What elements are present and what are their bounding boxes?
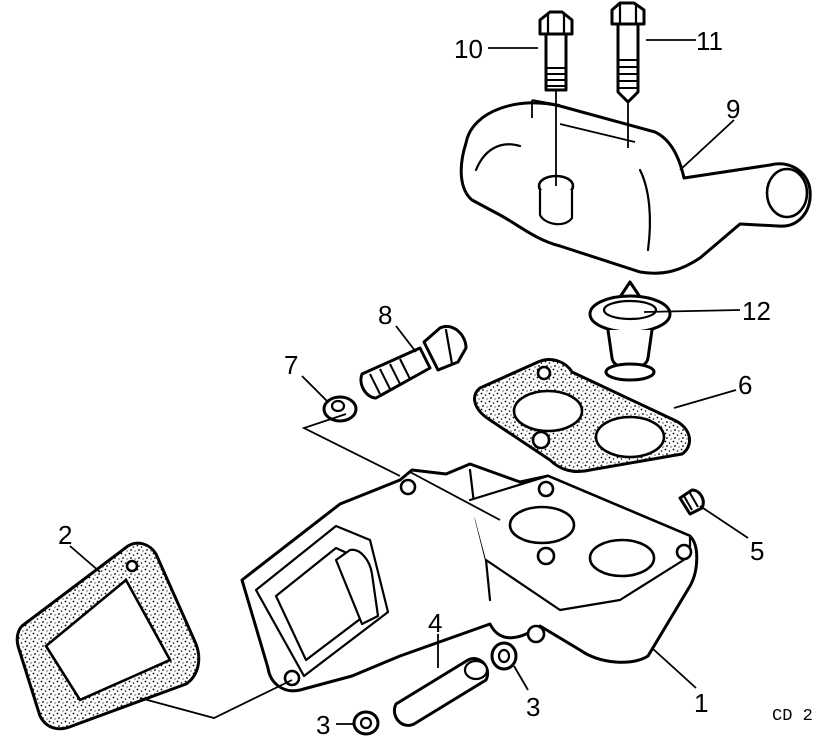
- callout-7: 7: [284, 350, 298, 380]
- part-10-bolt: [538, 10, 574, 186]
- callout-5: 5: [750, 536, 764, 566]
- callout-6: 6: [738, 370, 752, 400]
- callout-10: 10: [454, 34, 483, 64]
- callout-labels: 10 11 9 12 8 7 6 5 2 4 3 3 1 CD 2: [58, 26, 813, 740]
- callout-2: 2: [58, 520, 72, 550]
- callout-11: 11: [696, 26, 723, 56]
- callout-12: 12: [742, 296, 771, 326]
- part-7-washer: [322, 395, 358, 423]
- callout-3-upper: 3: [526, 692, 540, 722]
- part-1-housing-body: [240, 462, 699, 693]
- part-11-bolt: [610, 1, 646, 148]
- part-5-plug: [678, 488, 705, 516]
- callout-1: 1: [694, 688, 708, 718]
- part-12-thermostat: [588, 280, 672, 382]
- callout-leaders: [69, 39, 749, 725]
- part-3-washer-lower: [352, 710, 380, 736]
- part-3-washer-upper: [490, 641, 518, 671]
- part-4-tube: [393, 657, 489, 727]
- assembly-lines: [139, 413, 501, 719]
- callout-9: 9: [726, 94, 740, 124]
- part-2-gasket: [15, 541, 201, 731]
- reference-code: CD 2: [772, 707, 813, 726]
- part-9-housing-cover: [459, 99, 812, 275]
- callout-3-lower: 3: [316, 710, 330, 740]
- callout-4: 4: [428, 608, 442, 638]
- part-6-gasket: [473, 358, 691, 474]
- part-8-bolt: [359, 325, 468, 400]
- callout-8: 8: [378, 300, 392, 330]
